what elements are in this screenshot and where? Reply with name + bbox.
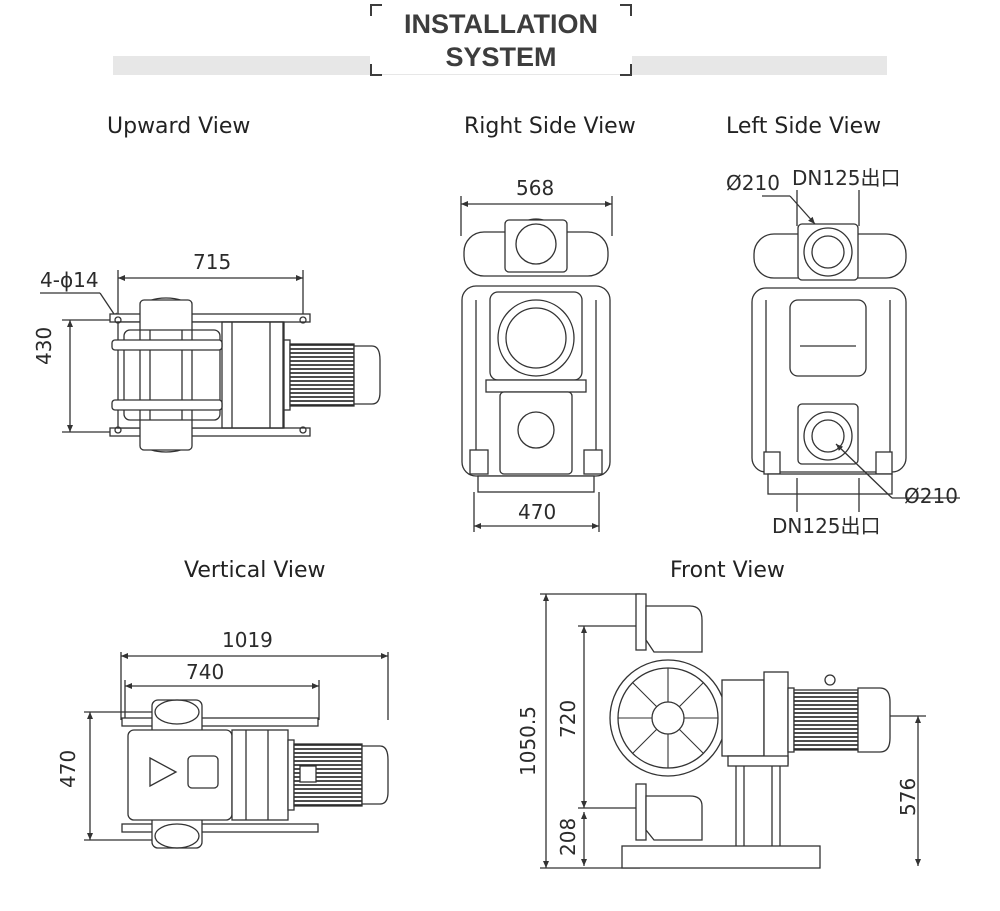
vertical-view-drawing	[84, 652, 389, 849]
left-side-outlet-bottom: DN125出口	[772, 514, 881, 538]
left-side-outlet-top: DN125出口	[792, 166, 901, 190]
right-side-view-drawing	[460, 196, 613, 532]
upward-dim-height: 430	[32, 326, 56, 365]
page-title: INSTALLATION SYSTEM	[370, 8, 632, 74]
page-title-line1: INSTALLATION	[404, 9, 598, 39]
header-corner-tr	[620, 4, 632, 16]
front-view-title: Front View	[670, 558, 785, 583]
upward-view-drawing	[40, 270, 381, 453]
left-side-dia-top: Ø210	[726, 171, 780, 195]
front-dim-208: 208	[556, 817, 580, 856]
right-side-view-title: Right Side View	[464, 114, 636, 139]
header-corner-tl	[370, 4, 382, 16]
front-dim-720: 720	[556, 699, 580, 738]
front-dim-576: 576	[896, 777, 920, 816]
header-corner-br	[620, 64, 632, 76]
header-box	[370, 4, 632, 74]
vertical-dim-height: 470	[56, 749, 80, 788]
right-side-dim-top: 568	[516, 176, 555, 200]
upward-view-title: Upward View	[107, 114, 251, 139]
left-side-view-title: Left Side View	[726, 114, 882, 139]
left-side-view-drawing	[751, 190, 960, 512]
page-title-line2: SYSTEM	[445, 42, 557, 72]
vertical-view-title: Vertical View	[184, 558, 326, 583]
vertical-dim-inner: 740	[186, 660, 225, 684]
upward-dim-width: 715	[193, 250, 232, 274]
left-side-dia-bottom: Ø210	[904, 484, 958, 508]
right-side-dim-bottom: 470	[518, 500, 557, 524]
vertical-dim-total: 1019	[222, 628, 273, 652]
header-corner-bl	[370, 64, 382, 76]
front-dim-total-height: 1050.5	[516, 706, 540, 776]
front-view-drawing	[540, 593, 926, 869]
upward-hole-label: 4-ϕ14	[40, 268, 99, 292]
